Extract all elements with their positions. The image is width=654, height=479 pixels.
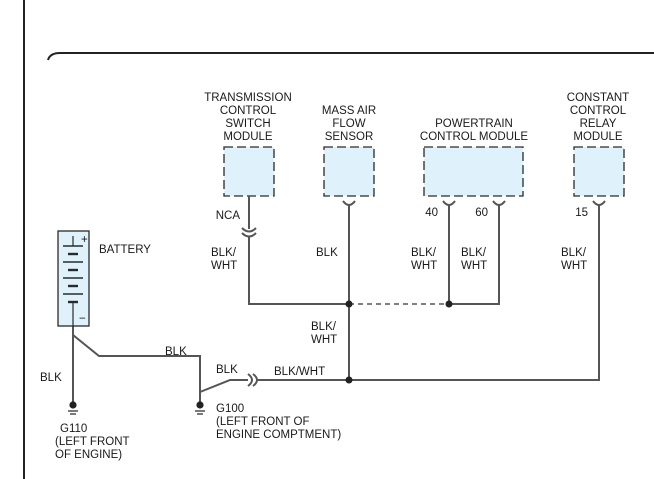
g100-inline-connector-symbol	[247, 373, 258, 387]
pcm40-wire-label-1: BLK/	[411, 247, 437, 259]
battery-negative-sign: −	[79, 313, 86, 325]
g110-ground-icon	[68, 401, 78, 415]
g100-blk-wire	[199, 379, 248, 405]
pcm-60-ground-wire	[449, 205, 500, 305]
tcs-label-1: TRANSMISSION	[204, 92, 292, 104]
ccr-wire-label-2: WHT	[561, 260, 587, 272]
g100-blkwht-wire-label: BLK/WHT	[274, 366, 325, 378]
ccr-ground-wire	[349, 205, 600, 381]
tcs-label-3: SWITCH	[225, 118, 270, 130]
splice-down-wire-label-2: WHT	[311, 334, 337, 346]
pcm40-wire-label-2: WHT	[411, 260, 437, 272]
tcs-label-2: CONTROL	[220, 105, 277, 117]
battery-cells	[63, 236, 83, 326]
tcs-pin-label: NCA	[216, 210, 241, 222]
splice-node-maf	[345, 300, 353, 308]
ccr-label-2: CONTROL	[570, 105, 627, 117]
g110-label-2: (LEFT FRONT	[55, 436, 130, 448]
battery-neg-wire-label: BLK	[40, 372, 62, 384]
tcs-module-box	[223, 146, 275, 197]
maf-connector-symbol	[342, 200, 356, 206]
maf-wire-label: BLK	[316, 247, 338, 259]
pcm-module-box	[423, 146, 524, 197]
pcm-pin-60-connector-symbol	[492, 200, 506, 206]
ccr-pin-label: 15	[575, 207, 588, 219]
ccr-wire-label-1: BLK/	[561, 247, 587, 259]
g100-ground-icon	[195, 401, 205, 415]
battery-positive-sign: +	[81, 234, 88, 246]
pcm60-wire-label-1: BLK/	[461, 247, 487, 259]
ccr-label-4: MODULE	[573, 131, 623, 143]
g110-label-3: OF ENGINE)	[55, 449, 122, 461]
ccr-module-box	[573, 146, 625, 197]
g110-label-1: G110	[60, 423, 87, 435]
battery-to-g100-wire	[72, 334, 201, 392]
pcm-pin-40-label: 40	[425, 207, 438, 219]
maf-label-2: FLOW	[332, 118, 365, 130]
ccr-label-3: RELAY	[580, 118, 617, 130]
tcs-label-4: MODULE	[223, 131, 273, 143]
pcm-label-2: CONTROL MODULE	[420, 131, 529, 143]
tcs-wire-label-1: BLK/	[211, 247, 237, 259]
tcs-wire-label-2: WHT	[211, 260, 237, 272]
pcm-label-1: POWERTRAIN	[435, 118, 513, 130]
g100-label-3: ENGINE COMPTMENT)	[216, 429, 341, 441]
tcs-connector-symbol	[241, 227, 257, 238]
maf-sensor-box	[323, 146, 375, 197]
g100-label-2: (LEFT FRONT OF	[216, 416, 310, 428]
pcm-pin-60-label: 60	[475, 207, 488, 219]
splice-node-pcm	[445, 300, 453, 308]
maf-label-1: MASS AIR	[322, 105, 376, 117]
battery-to-g100-wire-label: BLK	[165, 346, 187, 358]
pcm-pin-40-connector-symbol	[442, 200, 456, 206]
maf-label-3: SENSOR	[325, 131, 374, 143]
splice-node-ground	[345, 376, 353, 384]
g100-blk-wire-label: BLK	[216, 364, 238, 376]
ccr-label-1: CONSTANT	[567, 92, 629, 104]
tcs-ground-wire	[248, 236, 349, 305]
g100-label-1: G100	[216, 403, 244, 415]
battery-label: BATTERY	[99, 244, 151, 256]
ccr-connector-symbol	[592, 200, 606, 206]
splice-down-wire-label-1: BLK/	[311, 321, 337, 333]
pcm60-wire-label-2: WHT	[461, 260, 487, 272]
top-border-line	[47, 52, 654, 61]
